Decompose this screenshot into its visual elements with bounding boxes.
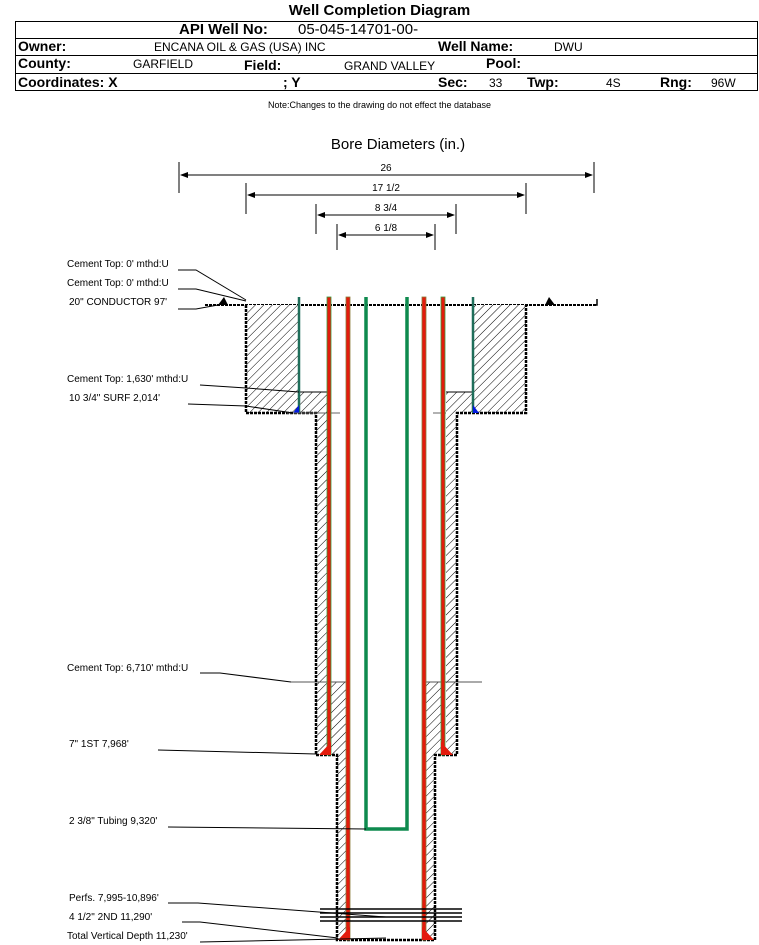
well-name-value: DWU	[554, 40, 583, 54]
sec-value: 33	[489, 76, 503, 90]
field-label: Field:	[244, 57, 282, 73]
api-value: 05-045-14701-00-	[298, 21, 419, 38]
cement-6710-left	[330, 682, 346, 755]
cement-lower-left	[337, 755, 346, 940]
cement-surface-left	[246, 305, 299, 413]
conductor-marker-left	[218, 297, 228, 305]
owner-label: Owner:	[18, 38, 67, 54]
first-string-casing	[319, 296, 453, 756]
label-cement-top-2: Cement Top: 0' mthd:U	[67, 278, 169, 289]
coordinates-y-label: ; Y	[283, 74, 301, 90]
cement-6710-right	[426, 682, 442, 755]
cement-1630-left	[299, 392, 328, 413]
perforations	[320, 908, 462, 922]
rng-label: Rng:	[660, 74, 692, 90]
tubing	[364, 297, 409, 831]
bore-dim-26: 26	[178, 162, 595, 193]
api-label: API Well No:	[179, 21, 268, 38]
label-total-depth: Total Vertical Depth 11,230'	[67, 931, 188, 942]
database-note: Note:Changes to the drawing do not effec…	[268, 100, 491, 110]
rng-value: 96W	[711, 76, 736, 90]
conductor-marker-right	[545, 297, 555, 305]
cement-wall-right	[446, 413, 457, 755]
owner-value: ENCANA OIL & GAS (USA) INC	[154, 40, 326, 54]
bore-dim-label: 26	[380, 163, 392, 174]
field-value: GRAND VALLEY	[344, 59, 436, 73]
bore-dim-17-1-2: 17 1/2	[245, 183, 527, 214]
cement-lower-right	[426, 755, 435, 940]
sec-label: Sec:	[438, 74, 468, 90]
header-row-coords	[16, 73, 757, 74]
label-surface-casing: 10 3/4" SURF 2,014'	[69, 393, 160, 404]
bore-dim-label: 6 1/8	[375, 223, 398, 234]
surface-casing-shoe-right	[473, 405, 479, 413]
label-cement-top-3: Cement Top: 1,630' mthd:U	[67, 374, 188, 385]
label-second-string: 4 1/2" 2ND 11,290'	[69, 912, 152, 923]
coordinates-label: Coordinates: X	[18, 74, 118, 90]
well-header-table: API Well No: 05-045-14701-00- Owner: ENC…	[15, 21, 758, 91]
cement-1630-right	[446, 392, 473, 413]
bore-diameters-title: Bore Diameters (in.)	[331, 136, 465, 153]
label-cement-top-4: Cement Top: 6,710' mthd:U	[67, 663, 188, 674]
twp-label: Twp:	[527, 74, 559, 90]
bore-dim-6-1-8: 6 1/8	[336, 223, 436, 250]
label-tubing: 2 3/8" Tubing 9,320'	[69, 816, 157, 827]
label-cement-top-1: Cement Top: 0' mthd:U	[67, 259, 169, 270]
county-value: GARFIELD	[133, 57, 194, 71]
bore-dim-label: 17 1/2	[372, 183, 400, 194]
label-first-string: 7" 1ST 7,968'	[69, 739, 129, 750]
bore-dim-8-3-4: 8 3/4	[315, 203, 457, 234]
depth-labels: Cement Top: 0' mthd:U Cement Top: 0' mth…	[67, 259, 387, 943]
twp-value: 4S	[606, 76, 621, 90]
label-perfs: Perfs. 7,995-10,896'	[69, 893, 159, 904]
well-name-label: Well Name:	[438, 38, 514, 54]
pool-label: Pool:	[486, 55, 521, 71]
surface-casing-shoe-left	[293, 405, 299, 413]
cement-wall-left	[316, 413, 328, 755]
header-row-county	[16, 55, 757, 56]
label-conductor: 20" CONDUCTOR 97'	[69, 297, 167, 308]
header-row-owner	[16, 38, 757, 39]
second-string-casing	[338, 296, 434, 941]
cement-surface-right	[473, 305, 526, 413]
county-label: County:	[18, 55, 71, 71]
bore-dim-label: 8 3/4	[375, 203, 398, 214]
page-title: Well Completion Diagram	[288, 2, 471, 19]
